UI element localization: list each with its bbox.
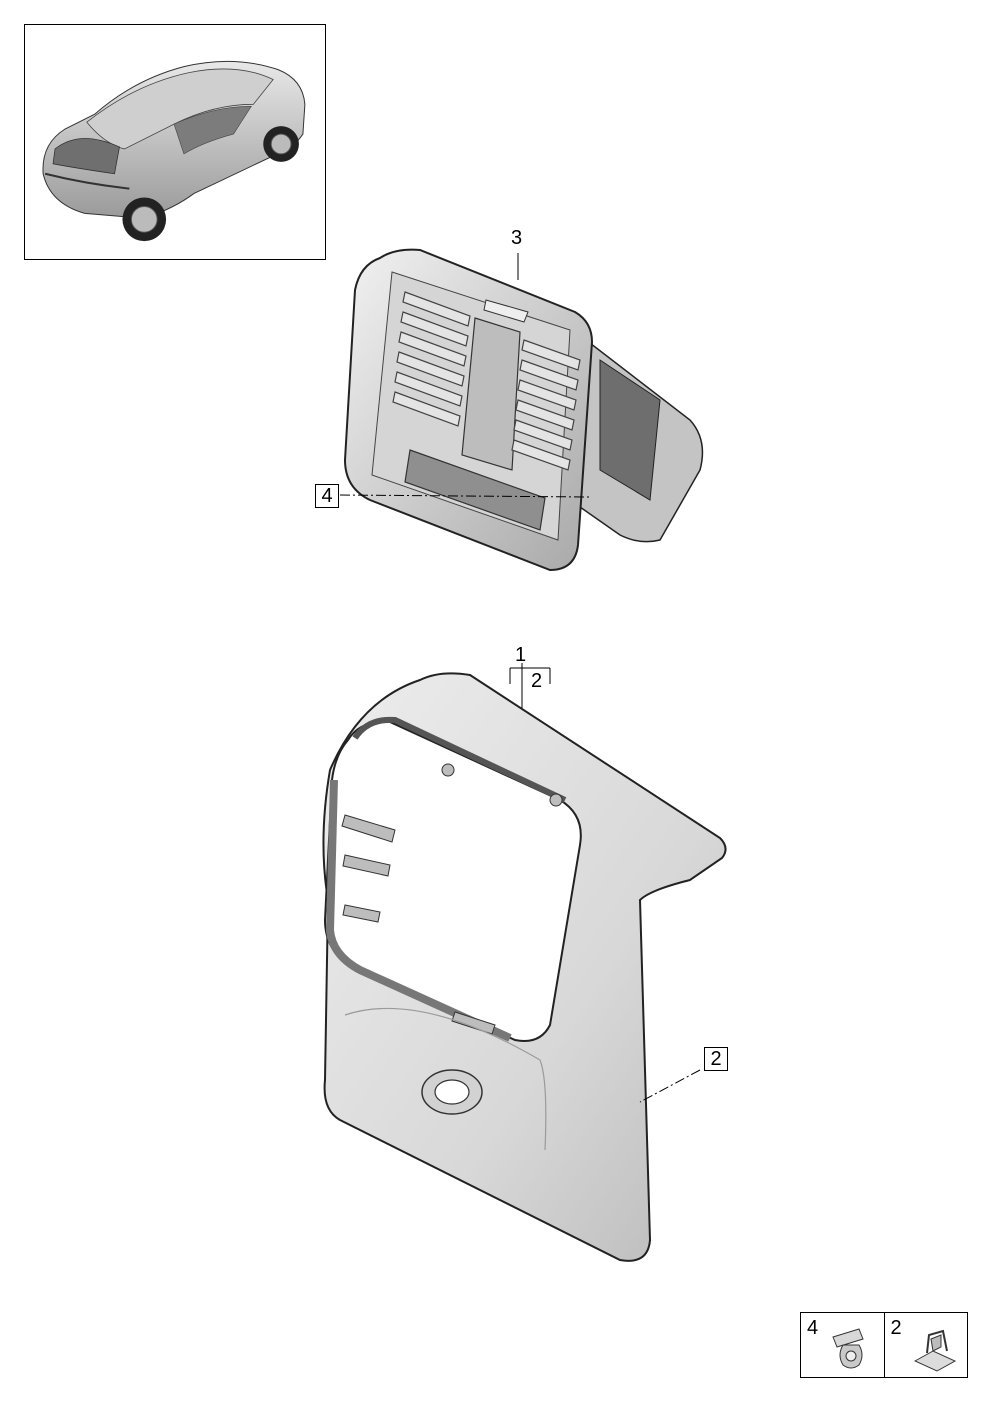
legend-item-clip: 2 [883,1313,968,1377]
vehicle-thumbnail [24,24,326,260]
legend-item-bolt: 4 [801,1313,884,1377]
callout-part-1: 1 [515,644,527,666]
bolt-icon [832,1328,864,1369]
air-vent-assembly [343,248,704,572]
callout-part-4: 4 [315,484,339,508]
legend-number: 2 [890,1317,902,1339]
suv-vehicle-icon [42,60,306,242]
legend-number: 4 [807,1317,819,1339]
callout-part-3: 3 [511,227,523,249]
leader-lines [339,253,701,1103]
fastener-legend: 4 2 [800,1312,968,1378]
callout-part-2-top: 2 [531,670,543,692]
clip-icon [913,1329,956,1372]
rear-console-trim-panel [322,672,727,1262]
callout-part-2-side: 2 [704,1047,728,1071]
